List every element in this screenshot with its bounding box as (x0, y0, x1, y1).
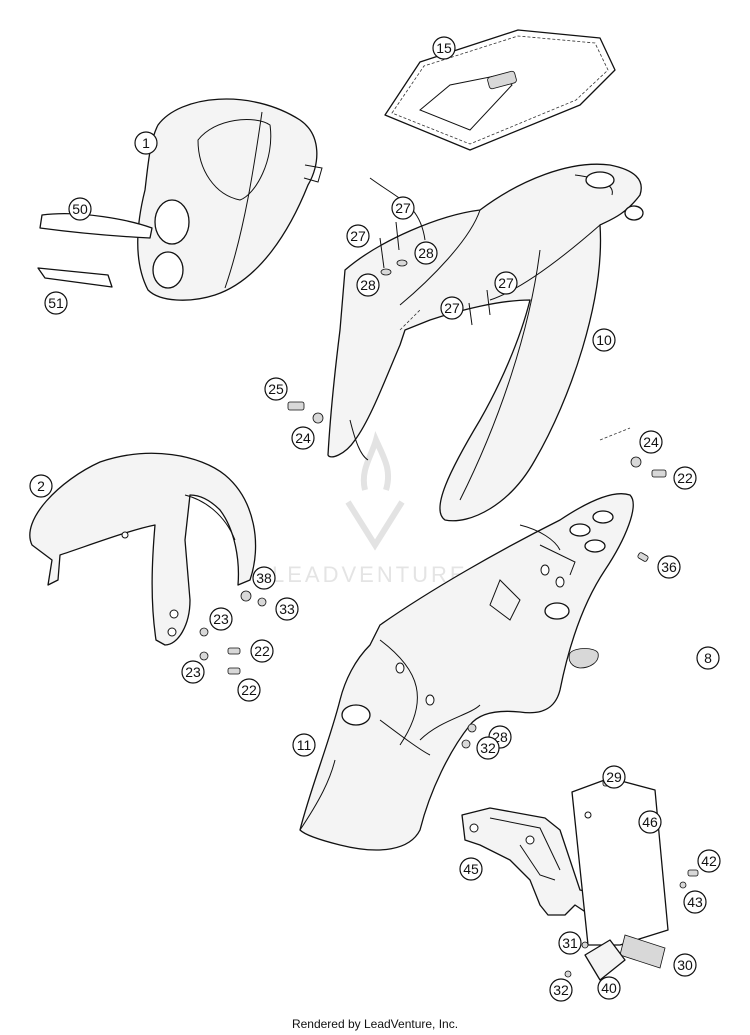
rubber-grommet-part-8 (568, 648, 599, 669)
callout-24-right: 24 (639, 430, 663, 454)
washer-part-31 (581, 941, 589, 949)
callout-24-left: 24 (291, 426, 315, 450)
callout-40: 40 (597, 976, 621, 1000)
headlight-mask-part-1 (137, 98, 323, 301)
callout-22-upper: 22 (250, 639, 274, 663)
svg-text:24: 24 (295, 430, 311, 446)
callout-28-a: 28 (356, 273, 380, 297)
svg-text:23: 23 (185, 664, 201, 680)
svg-text:23: 23 (213, 611, 229, 627)
watermark-text: LEADVENTURE (272, 562, 468, 587)
svg-text:46: 46 (642, 814, 658, 830)
svg-text:43: 43 (687, 894, 703, 910)
svg-text:33: 33 (279, 601, 295, 617)
svg-text:22: 22 (241, 682, 257, 698)
rear-fender-part-11 (299, 493, 634, 851)
svg-text:8: 8 (704, 650, 712, 666)
seat-pad-part-15 (384, 29, 616, 151)
callout-45: 45 (459, 857, 483, 881)
bolt-part-36 (637, 552, 649, 562)
nut-part-32 (564, 970, 572, 978)
fender-hardware (199, 590, 267, 675)
svg-text:32: 32 (553, 982, 569, 998)
bolt-set-27-28 (379, 221, 491, 326)
callout-25: 25 (264, 377, 288, 401)
callout-28-b: 28 (414, 241, 438, 265)
plate-light-part-40 (584, 939, 626, 981)
washer-part-28-lower (467, 723, 477, 733)
svg-text:51: 51 (48, 295, 64, 311)
svg-text:42: 42 (701, 853, 717, 869)
svg-text:27: 27 (444, 300, 460, 316)
callout-22-right: 22 (673, 466, 697, 490)
svg-text:27: 27 (395, 200, 411, 216)
callout-42: 42 (697, 849, 721, 873)
callout-50: 50 (68, 197, 92, 221)
svg-text:1: 1 (142, 135, 150, 151)
svg-text:22: 22 (677, 470, 693, 486)
svg-text:29: 29 (606, 769, 622, 785)
callout-27-b: 27 (391, 196, 415, 220)
svg-text:27: 27 (498, 275, 514, 291)
callout-38: 38 (252, 566, 276, 590)
callout-30: 30 (673, 953, 697, 977)
svg-text:28: 28 (418, 245, 434, 261)
callout-33: 33 (275, 597, 299, 621)
tank-cover-part-10 (327, 163, 644, 522)
nut-part-43 (679, 881, 687, 889)
callout-15: 15 (432, 36, 456, 60)
screw-25-nut-24-left (287, 401, 324, 424)
callout-27-a: 27 (346, 224, 370, 248)
svg-text:36: 36 (661, 559, 677, 575)
callout-27-c: 27 (440, 296, 464, 320)
svg-text:45: 45 (463, 861, 479, 877)
svg-text:30: 30 (677, 957, 693, 973)
callout-1: 1 (134, 131, 158, 155)
svg-text:50: 50 (72, 201, 88, 217)
decal-part-51 (37, 267, 113, 288)
callout-10: 10 (592, 328, 616, 352)
svg-text:10: 10 (596, 332, 612, 348)
svg-text:22: 22 (254, 643, 270, 659)
callout-11: 11 (292, 733, 316, 757)
footer-credit: Rendered by LeadVenture, Inc. (291, 1017, 459, 1031)
callout-23-lower: 23 (181, 660, 205, 684)
callout-22-lower: 22 (237, 678, 261, 702)
callout-36: 36 (657, 555, 681, 579)
svg-text:24: 24 (643, 434, 659, 450)
svg-text:38: 38 (256, 570, 272, 586)
callout-29: 29 (602, 765, 626, 789)
leadventure-watermark-logo: LEADVENTURE (272, 431, 468, 587)
front-fender-part-2 (29, 452, 257, 646)
screw-part-42 (687, 869, 699, 877)
license-bracket-part-45 (461, 807, 606, 916)
license-plate-part-46 (571, 777, 669, 946)
callout-43: 43 (683, 890, 707, 914)
callout-27-d: 27 (494, 271, 518, 295)
nut-part-32-lower (461, 739, 471, 749)
svg-text:31: 31 (562, 935, 578, 951)
callout-23-upper: 23 (209, 607, 233, 631)
callout-31: 31 (558, 931, 582, 955)
svg-text:27: 27 (350, 228, 366, 244)
svg-text:28: 28 (360, 277, 376, 293)
reflector-part-30 (619, 934, 666, 969)
svg-text:25: 25 (268, 381, 284, 397)
svg-text:32: 32 (480, 740, 496, 756)
callout-2: 2 (29, 474, 53, 498)
callout-32-bottom: 32 (549, 978, 573, 1002)
callout-32-middle: 32 (476, 736, 500, 760)
callout-8: 8 (696, 646, 720, 670)
decal-part-50 (39, 213, 153, 239)
callout-51: 51 (44, 291, 68, 315)
svg-text:40: 40 (601, 980, 617, 996)
svg-text:15: 15 (436, 40, 452, 56)
callout-46: 46 (638, 810, 662, 834)
svg-text:11: 11 (297, 737, 312, 753)
svg-text:2: 2 (37, 478, 45, 494)
screw-22-nut-24-right (630, 456, 667, 478)
